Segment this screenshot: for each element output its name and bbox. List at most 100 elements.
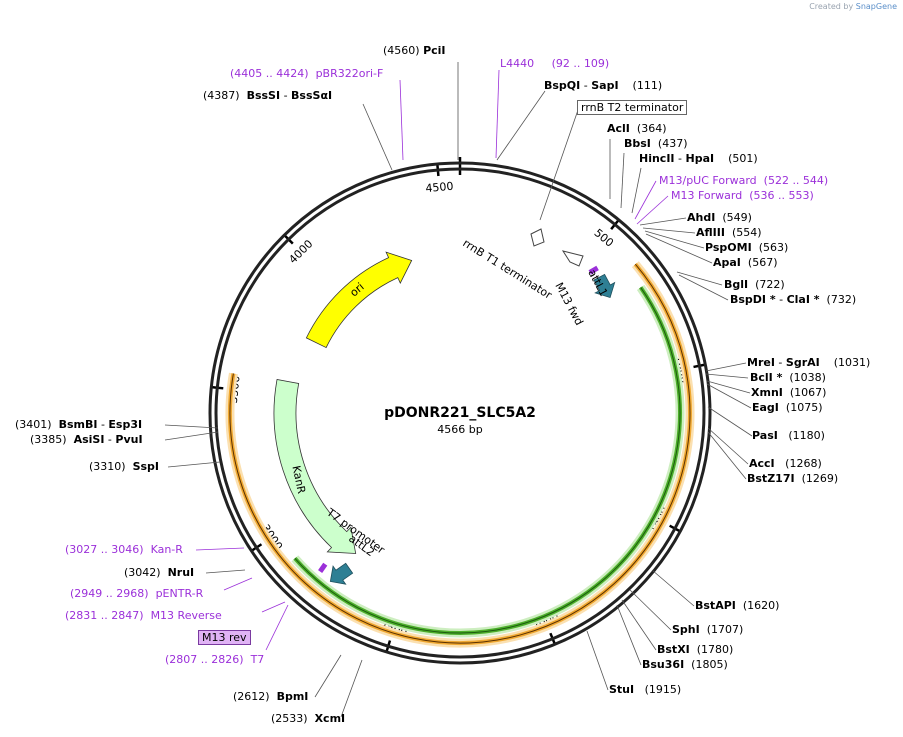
brand-name: SnapGene bbox=[855, 2, 897, 11]
plasmid-name: pDONR221_SLC5A2 bbox=[384, 405, 536, 421]
enzyme-label-pspomi: PspOMI (563) bbox=[705, 241, 789, 254]
feature-ori bbox=[305, 251, 413, 349]
leader-line bbox=[164, 431, 219, 441]
feature-attl1 bbox=[593, 273, 616, 298]
leader-line bbox=[399, 79, 404, 161]
enzyme-label-bsmbi-esp3i: (3401) BsmBI - Esp3I bbox=[15, 418, 143, 431]
leader-line bbox=[678, 274, 729, 301]
leader-line bbox=[676, 271, 723, 286]
feature-attl2 bbox=[329, 562, 354, 585]
enzyme-label-hincii-hpai: HincII - HpaI (501) bbox=[639, 152, 758, 165]
leader-line bbox=[651, 569, 695, 607]
enzyme-label-ahdi: AhdI (549) bbox=[687, 211, 752, 224]
tick-label: 4500 bbox=[425, 180, 454, 195]
primer-label-m13-puc-forward: M13/pUC Forward (522 .. 544) bbox=[659, 174, 829, 187]
enzyme-label-bsssi-bsssai: (4387) BssSI - BssSαI bbox=[203, 89, 333, 102]
leader-line bbox=[616, 604, 642, 666]
feature-kanr bbox=[273, 379, 357, 554]
enzyme-label-xcmi: (2533) XcmI bbox=[271, 712, 346, 725]
enzyme-label-sphi: SphI (1707) bbox=[672, 623, 744, 636]
snapgene-watermark: Created by SnapGene bbox=[809, 2, 897, 11]
brand-prefix: Created by bbox=[809, 2, 854, 11]
leader-line bbox=[644, 230, 705, 249]
leader-line bbox=[167, 461, 221, 468]
enzyme-label-bsu36i: Bsu36I (1805) bbox=[642, 658, 728, 671]
leader-line bbox=[496, 90, 546, 161]
leader-line bbox=[706, 383, 752, 409]
enzyme-label-mrei-sgrai: MreI - SgrAI (1031) bbox=[747, 356, 871, 369]
enzyme-label-acci: AccI (1268) bbox=[749, 457, 822, 470]
primer-label-kan-r: (3027 .. 3046) Kan-R bbox=[65, 543, 183, 556]
enzyme-label-xmni: XmnI (1067) bbox=[751, 386, 827, 399]
leader-line bbox=[642, 227, 696, 234]
enzyme-label-bpmi: (2612) BpmI bbox=[233, 690, 309, 703]
leader-line bbox=[340, 659, 363, 718]
leader-line bbox=[620, 152, 625, 209]
primer-label-m13-rev: M13 rev bbox=[198, 630, 251, 645]
leader-line bbox=[261, 601, 286, 613]
feature-label-rrnb-t2: rrnB T2 terminator bbox=[577, 100, 688, 115]
feature-label-kanr: KanR bbox=[289, 464, 308, 495]
feature-m13-fwd bbox=[588, 265, 599, 275]
leader-line bbox=[223, 577, 253, 591]
leader-line bbox=[707, 427, 749, 465]
leader-line bbox=[705, 362, 747, 372]
orf-green-core bbox=[294, 287, 681, 634]
primer-label-pbr322ori-f: (4405 .. 4424) pBR322ori-F bbox=[230, 67, 384, 80]
leader-line bbox=[539, 109, 579, 221]
leader-line bbox=[586, 630, 609, 691]
feature-rrnb-t2 bbox=[530, 228, 545, 247]
leader-line bbox=[707, 431, 747, 480]
enzyme-label-afliii: AflIII (554) bbox=[696, 226, 762, 239]
enzyme-label-acli: AclI (364) bbox=[607, 122, 667, 135]
enzyme-label-bcli: BclI * (1038) bbox=[750, 371, 826, 384]
primer-label-pentr-r: (2949 .. 2968) pENTR-R bbox=[70, 587, 204, 600]
enzyme-label-bstz17i: BstZ17I (1269) bbox=[747, 472, 839, 485]
enzyme-label-stui: StuI (1915) bbox=[609, 683, 682, 696]
feature-t7-promoter bbox=[318, 562, 328, 573]
enzyme-label-bspqi-sapi: BspQI - SapI (111) bbox=[544, 79, 663, 92]
leader-line bbox=[495, 69, 500, 159]
primer-label-t7: (2807 .. 2826) T7 bbox=[165, 653, 265, 666]
leader-line bbox=[265, 604, 289, 651]
tick-label: 500 bbox=[592, 226, 616, 249]
leader-line bbox=[639, 217, 687, 226]
feature-rrnb-t1 bbox=[561, 250, 584, 267]
feature-label-m13-fwd: M13 fwd bbox=[552, 280, 585, 327]
enzyme-label-sspi: (3310) SspI bbox=[89, 460, 160, 473]
enzyme-label-nrui: (3042) NruI bbox=[124, 566, 195, 579]
enzyme-label-pasi: PasI (1180) bbox=[752, 429, 825, 442]
backbone-outer bbox=[208, 161, 712, 665]
enzyme-label-bstxi: BstXI (1780) bbox=[657, 643, 734, 656]
leader-line bbox=[705, 373, 749, 379]
enzyme-label-pcii: (4560) PciI bbox=[383, 44, 446, 57]
backbone-inner bbox=[214, 167, 706, 659]
leader-line bbox=[706, 380, 751, 394]
plasmid-length: 4566 bp bbox=[437, 423, 483, 436]
feature-label-rrnb-t1: rrnB T1 terminator bbox=[460, 237, 554, 303]
enzyme-label-bgli: BglI (722) bbox=[724, 278, 785, 291]
leader-line bbox=[362, 103, 393, 171]
leader-line bbox=[205, 569, 246, 574]
leader-line bbox=[707, 406, 753, 437]
leader-line bbox=[195, 547, 245, 551]
leader-line bbox=[631, 167, 642, 214]
enzyme-label-bbsi: BbsI (437) bbox=[624, 137, 688, 150]
primer-label-l4440: L4440 (92 .. 109) bbox=[500, 57, 610, 70]
leader-line bbox=[621, 599, 657, 651]
leader-line bbox=[636, 195, 669, 225]
leader-line bbox=[645, 233, 713, 264]
enzyme-label-bspdi-clai: BspDI * - ClaI * (732) bbox=[730, 293, 857, 306]
enzyme-label-bstapi: BstAPI (1620) bbox=[695, 599, 780, 612]
leader-line bbox=[634, 180, 657, 220]
leader-line bbox=[629, 589, 672, 631]
enzyme-label-apai: ApaI (567) bbox=[713, 256, 778, 269]
leader-line bbox=[164, 424, 219, 429]
enzyme-label-eagi: EagI (1075) bbox=[752, 401, 823, 414]
leader-line bbox=[314, 654, 342, 698]
primer-label-m13-reverse: (2831 .. 2847) M13 Reverse bbox=[65, 609, 222, 622]
primer-label-m13-forward: M13 Forward (536 .. 553) bbox=[671, 189, 814, 202]
enzyme-label-asisi-pvui: (3385) AsiSI - PvuI bbox=[30, 433, 143, 446]
orf-orange-core bbox=[229, 263, 691, 644]
